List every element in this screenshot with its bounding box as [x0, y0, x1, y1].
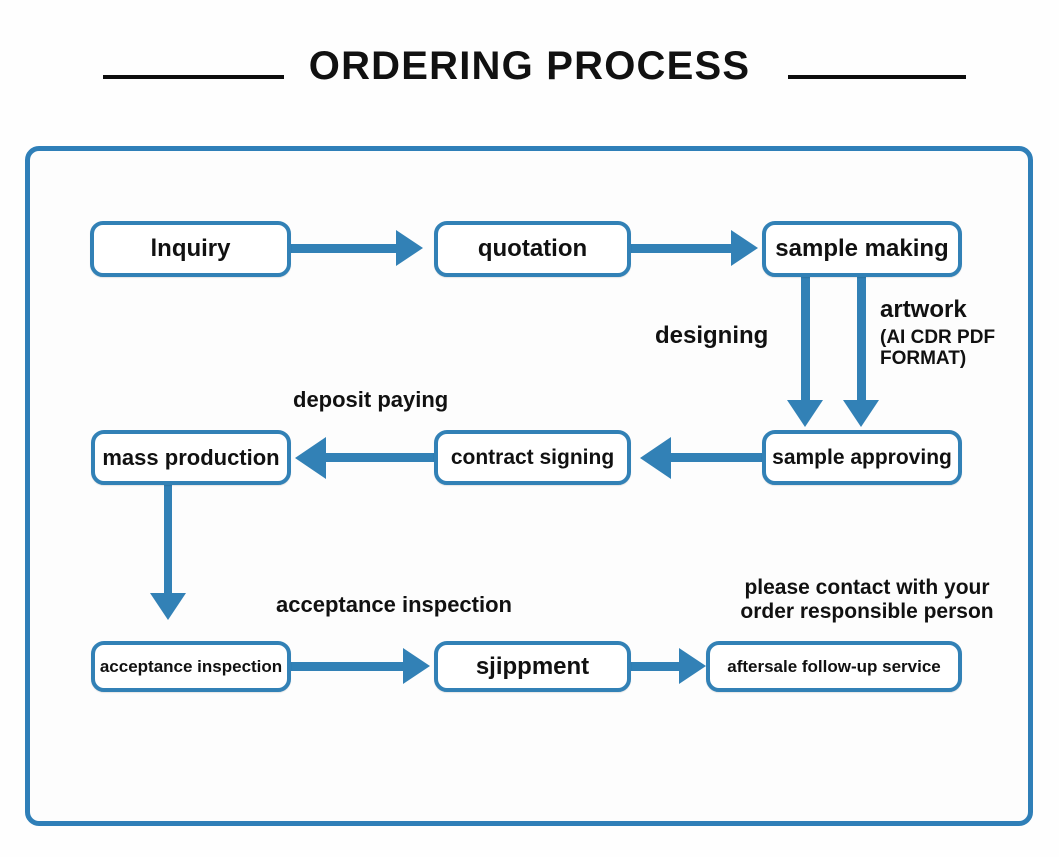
- node-sample-making[interactable]: sample making: [762, 221, 962, 277]
- label-artwork: artwork: [880, 296, 967, 323]
- arrowhead-sample-making-to-approving-left-icon: [787, 400, 823, 427]
- node-contract-signing[interactable]: contract signing: [434, 430, 631, 485]
- page-title: ORDERING PROCESS: [308, 44, 751, 88]
- connector-inquiry-to-quotation: [291, 244, 396, 253]
- node-quotation[interactable]: quotation: [434, 221, 631, 277]
- connector-sample-making-to-approving-right: [857, 275, 866, 400]
- node-mass-production[interactable]: mass production: [91, 430, 291, 485]
- node-sample-making-label: sample making: [775, 235, 949, 262]
- arrowhead-acceptance-to-shipment-icon: [403, 648, 430, 684]
- node-mass-production-label: mass production: [102, 444, 280, 470]
- connector-shipment-to-aftersale: [631, 662, 679, 671]
- connector-contract-to-mass-production: [326, 453, 434, 462]
- label-designing: designing: [655, 322, 769, 349]
- connector-acceptance-to-shipment: [291, 662, 403, 671]
- arrowhead-sample-making-to-approving-right-icon: [843, 400, 879, 427]
- title-divider-right-icon: [788, 75, 966, 79]
- node-aftersale-service[interactable]: aftersale follow-up service: [706, 641, 962, 692]
- arrowhead-inquiry-to-quotation-icon: [396, 230, 423, 266]
- arrowhead-approving-to-contract-icon: [640, 437, 671, 479]
- label-contact-note: please contact with your order responsib…: [740, 576, 994, 623]
- arrowhead-shipment-to-aftersale-icon: [679, 648, 706, 684]
- connector-approving-to-contract: [671, 453, 762, 462]
- connector-mass-production-to-acceptance: [164, 483, 172, 593]
- node-aftersale-service-label: aftersale follow-up service: [727, 656, 941, 676]
- label-deposit-paying: deposit paying: [293, 387, 449, 412]
- node-shipment[interactable]: sjippment: [434, 641, 631, 692]
- arrowhead-contract-to-mass-production-icon: [295, 437, 326, 479]
- node-shipment-label: sjippment: [475, 652, 590, 680]
- node-sample-approving[interactable]: sample approving: [762, 430, 962, 485]
- node-inquiry-label: lnquiry: [150, 235, 231, 262]
- node-acceptance-inspection[interactable]: acceptance inspection: [91, 641, 291, 692]
- arrowhead-quotation-to-sample-making-icon: [731, 230, 758, 266]
- node-contract-signing-label: contract signing: [450, 445, 615, 469]
- node-sample-approving-label: sample approving: [772, 445, 952, 469]
- page-title-block: ORDERING PROCESS: [0, 44, 1059, 108]
- node-inquiry[interactable]: lnquiry: [90, 221, 291, 277]
- connector-sample-making-to-approving-left: [801, 275, 810, 400]
- label-acceptance-inspection: acceptance inspection: [276, 592, 512, 617]
- node-acceptance-inspection-label: acceptance inspection: [99, 656, 283, 676]
- arrowhead-mass-production-to-acceptance-icon: [150, 593, 186, 620]
- label-artwork-formats: (AI CDR PDF FORMAT): [880, 327, 996, 370]
- connector-quotation-to-sample-making: [631, 244, 731, 253]
- title-divider-left-icon: [103, 75, 284, 79]
- node-quotation-label: quotation: [477, 235, 588, 262]
